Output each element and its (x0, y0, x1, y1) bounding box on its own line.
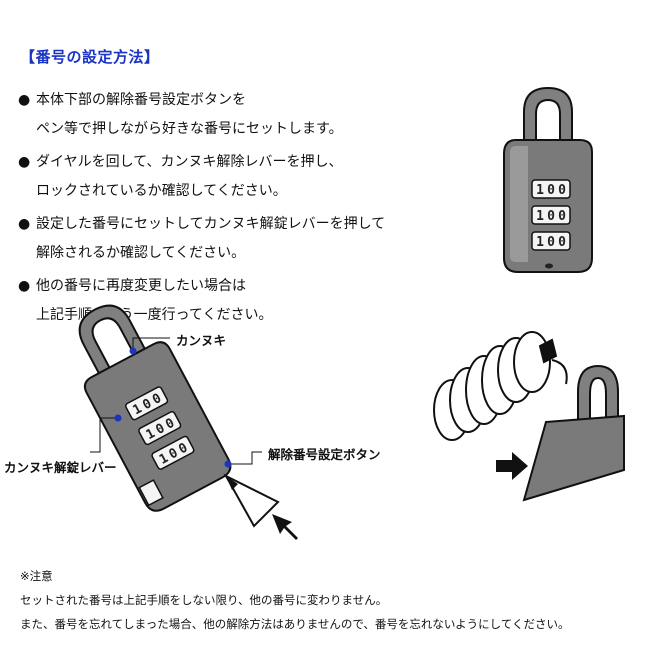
instruction-step: ● 本体下部の解除番号設定ボタンを ペン等で押しながら好きな番号にセットします。 (18, 86, 385, 144)
padlock-illustration-annotated: 100 100 100 (78, 304, 232, 512)
lock-body-cutaway (522, 414, 625, 502)
dial-digit: 0 (558, 209, 566, 224)
release-lever-label: カンヌキ解錠レバー (4, 460, 117, 475)
pen-tip-illustration (223, 473, 280, 528)
notes-line: また、番号を忘れてしまった場合、他の解除方法はありませんので、番号を忘れないよう… (20, 617, 570, 631)
step-line: ロックされているか確認してください。 (36, 183, 287, 199)
instruction-list: ● 本体下部の解除番号設定ボタンを ペン等で押しながら好きな番号にセットします。… (18, 86, 385, 334)
bullet-icon: ● (18, 92, 31, 108)
bullet-icon: ● (18, 154, 31, 170)
arrow-icon (272, 514, 298, 540)
dial-digit: 0 (558, 235, 566, 250)
step-line: 解除されるか確認してください。 (36, 245, 246, 261)
shackle-label: カンヌキ (176, 333, 227, 348)
bullet-icon: ● (18, 216, 31, 232)
caution-notes: ※注意 セットされた番号は上記手順をしない限り、他の番号に変わりません。 また、… (20, 564, 569, 636)
dial-digit: 1 (536, 209, 544, 224)
padlock-illustration-top: 1 0 0 1 0 0 1 0 0 (503, 86, 593, 273)
dial-digit: 0 (547, 183, 555, 198)
step-line: 他の番号に再度変更したい場合は (36, 278, 246, 294)
arrow-icon (496, 452, 528, 480)
step-line: ペン等で押しながら好きな番号にセットします。 (36, 121, 343, 137)
dial-digit: 0 (547, 209, 555, 224)
instruction-step: ● 設定した番号にセットしてカンヌキ解錠レバーを押して 解除されるか確認してくだ… (18, 210, 385, 268)
section-title: 【番号の設定方法】 (20, 48, 160, 66)
dial-digit: 0 (547, 235, 555, 250)
dial-digit: 1 (536, 235, 544, 250)
notes-heading: ※注意 (20, 569, 53, 583)
reset-button-label: 解除番号設定ボタン (268, 447, 381, 462)
step-line: 設定した番号にセットしてカンヌキ解錠レバーを押して (36, 216, 386, 232)
bullet-icon: ● (18, 278, 31, 294)
step-line: 本体下部の解除番号設定ボタンを (36, 92, 246, 108)
cable-lock-illustration (433, 331, 619, 441)
dial-digit: 0 (558, 183, 566, 198)
notes-line: セットされた番号は上記手順をしない限り、他の番号に変わりません。 (20, 593, 388, 607)
instruction-step: ● ダイヤルを回して、カンヌキ解除レバーを押し、 ロックされているか確認してくだ… (18, 148, 385, 206)
step-line: ダイヤルを回して、カンヌキ解除レバーを押し、 (36, 154, 343, 170)
dial-digit: 1 (536, 183, 544, 198)
